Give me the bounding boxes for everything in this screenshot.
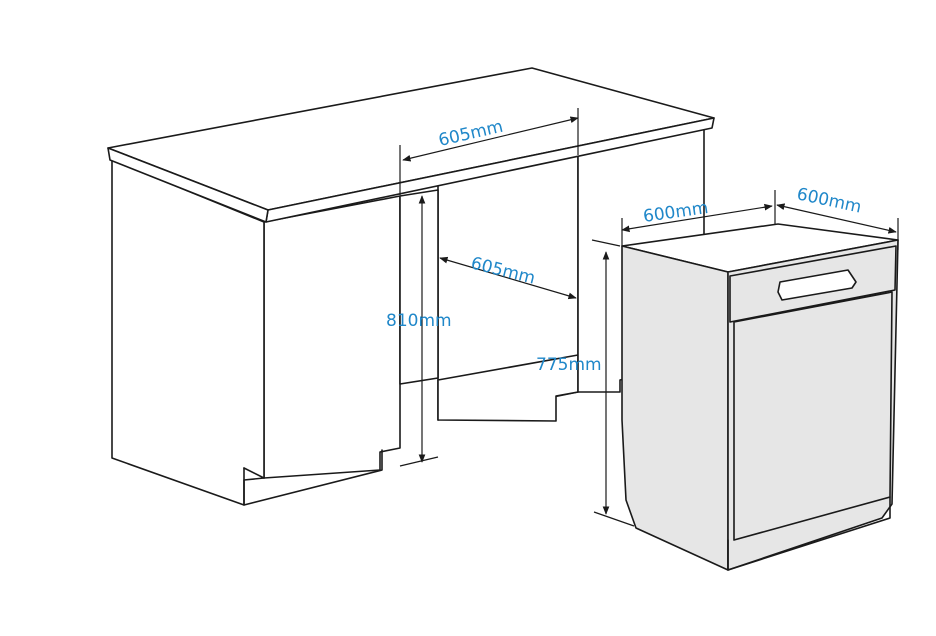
cavity-height-label: 810mm <box>386 311 452 331</box>
recess-left-panel <box>399 189 439 385</box>
door-handle-icon <box>777 269 857 301</box>
left-cabinet-plinth <box>243 449 383 506</box>
left-cabinet-front <box>263 195 401 479</box>
dishwasher-side <box>621 245 729 571</box>
dishwasher-door <box>733 291 893 541</box>
appliance-depth-label: 600mm <box>795 184 863 217</box>
dimension-lines <box>399 108 899 527</box>
appliance-height-label: 775mm <box>536 355 602 375</box>
countertop-side-edge <box>107 147 269 223</box>
dishwasher-plinth <box>727 496 891 571</box>
dishwasher <box>621 223 899 571</box>
